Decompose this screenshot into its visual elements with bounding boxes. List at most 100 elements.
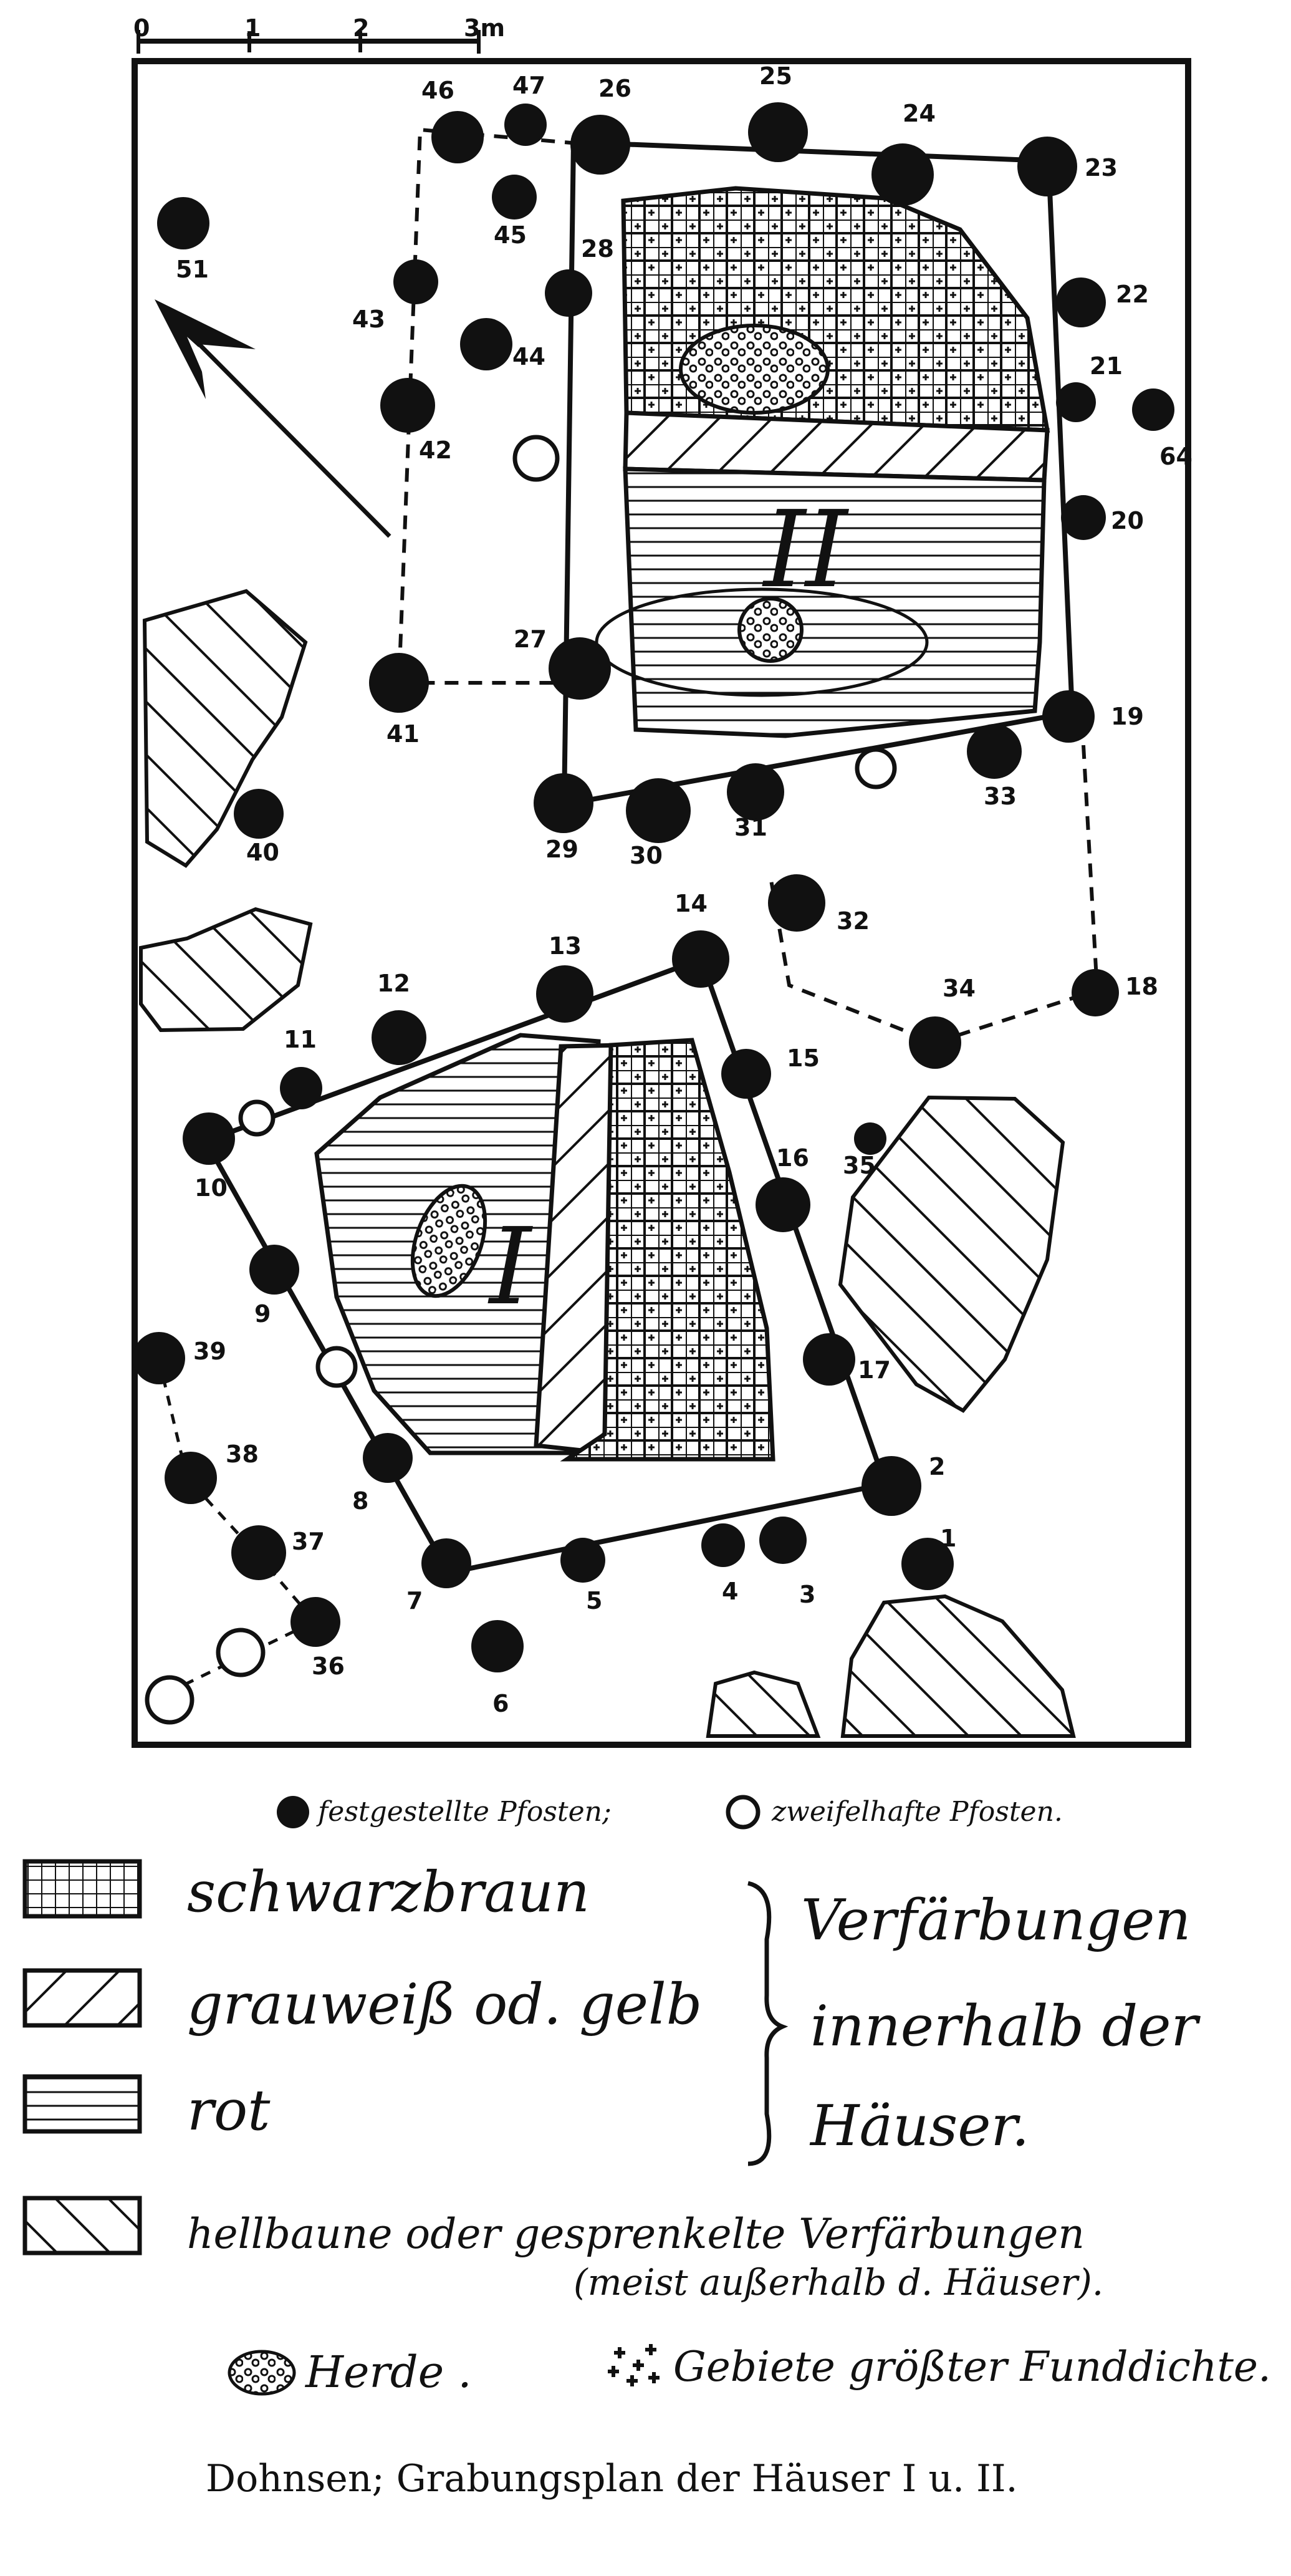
post-38 [165,1452,217,1504]
scale-tick-2: 2 [353,14,369,42]
post-34 [909,1016,961,1069]
post-15 [721,1049,771,1099]
house-1-hearth [410,1184,487,1298]
post-label-21: 21 [1090,352,1123,380]
post-label-37: 37 [292,1528,325,1555]
post-35 [854,1122,886,1155]
post-label-17: 17 [858,1356,891,1384]
legend: festgestellte Pfosten; zweifelhafte Pfos… [22,1795,1271,2398]
legend-brace-line-3: Häuser. [809,2093,1029,2159]
post-label-18: 18 [1125,973,1158,1000]
post-label-7: 7 [406,1587,423,1614]
legend-funddichte-icon [608,2344,660,2386]
post-label-42: 42 [419,437,452,464]
legend-post-certain-icon [277,1796,309,1828]
post-18 [1072,969,1119,1016]
house-2-hearth-upper [679,324,830,415]
post-label-64: 64 [1159,443,1193,470]
post-label-47: 47 [512,72,545,99]
legend-herde-text: Herde . [304,2347,472,2398]
legend-post-doubtful-text: zweifelhafte Pfosten. [771,1796,1063,1828]
post-40 [234,789,284,839]
post-36 [290,1597,340,1647]
post-label-1: 1 [940,1525,956,1552]
post-label-32: 32 [837,907,870,935]
post-14 [672,930,729,988]
post-7 [421,1538,471,1588]
post-10 [183,1112,235,1165]
post-64 [1132,388,1174,431]
legend-hellbraun-text-2: (meist außerhalb d. Häuser). [574,2261,1103,2303]
outside-discoloration-patches [139,589,1076,1738]
legend-brace [747,1881,789,2166]
post-label-51: 51 [176,256,209,283]
post-47 [504,104,547,146]
legend-rot-text: rot [187,2078,271,2143]
post-11 [280,1067,322,1109]
post-46 [431,111,484,163]
doubtful-posts-layer [145,435,897,1725]
post-5 [560,1538,605,1583]
post-9 [249,1245,299,1295]
doubtful-post-3 [238,1099,276,1137]
post-label-20: 20 [1111,507,1144,534]
post-label-36: 36 [312,1652,345,1680]
post-22 [1056,277,1106,327]
post-label-5: 5 [586,1587,602,1614]
post-45 [492,175,537,219]
doubtful-post-5 [216,1628,266,1677]
post-label-35: 35 [843,1152,876,1179]
post-33 [967,724,1022,779]
post-label-23: 23 [1085,154,1118,181]
post-17 [803,1333,855,1386]
post-23 [1017,137,1077,196]
post-label-14: 14 [674,890,708,917]
post-label-19: 19 [1111,703,1144,730]
legend-post-certain-text: festgestellte Pfosten; [316,1796,612,1828]
post-44 [460,318,512,370]
post-label-10: 10 [194,1174,228,1202]
legend-grauweiss-text: grauweiß od. gelb [187,1972,702,2037]
post-8 [363,1433,413,1483]
post-label-38: 38 [226,1440,259,1468]
post-4 [701,1523,745,1567]
map-frame [132,58,1191,1748]
post-label-22: 22 [1116,281,1149,308]
post-label-4: 4 [722,1578,738,1605]
post-2 [861,1456,921,1516]
doubtful-post-4 [315,1346,358,1388]
post-label-43: 43 [352,306,385,333]
post-label-33: 33 [984,783,1017,810]
post-label-3: 3 [799,1581,815,1608]
post-41 [369,653,429,713]
west-annex-dashed [157,1359,318,1697]
post-13 [536,965,593,1023]
post-42 [380,378,435,433]
post-30 [626,778,691,843]
house-2-label: II [762,488,849,612]
post-24 [871,143,934,206]
legend-brace-line-2: innerhalb der [810,1994,1201,2059]
post-32 [768,874,825,932]
house-2: II [396,127,1100,1045]
post-label-12: 12 [377,970,410,997]
post-37 [231,1525,286,1580]
post-label-34: 34 [943,975,976,1002]
legend-herde-icon [228,2350,296,2396]
scale-tick-3m: 3m [464,14,505,42]
legend-hellbraun-swatch [22,2196,142,2255]
post-26 [570,115,630,175]
post-label-29: 29 [545,836,578,863]
post-label-16: 16 [776,1144,809,1172]
post-label-25: 25 [759,62,792,90]
post-label-46: 46 [421,77,454,104]
post-29 [534,773,593,833]
legend-schwarzbraun-text: schwarzbraun [187,1860,590,1925]
house-2-hearth [737,597,804,663]
house-1: I [203,955,889,1576]
post-label-28: 28 [581,235,614,263]
post-51 [157,197,209,249]
post-43 [393,259,438,304]
house-1-black-brown-area [560,1038,775,1462]
post-39 [133,1332,185,1384]
